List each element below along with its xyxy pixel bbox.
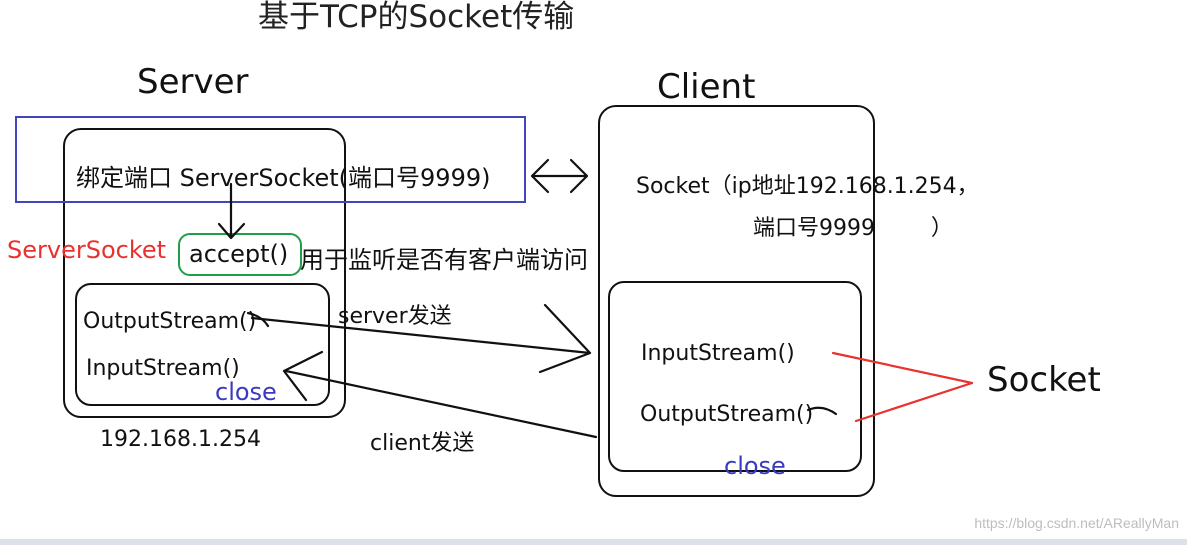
server-output-stream: OutputStream()	[83, 309, 257, 334]
server-ip: 192.168.1.254	[100, 427, 261, 452]
client-output-stream: OutputStream()	[640, 402, 814, 427]
server-output-scribble	[246, 311, 270, 328]
server-send-label: server发送	[338, 304, 452, 329]
bottom-bar	[0, 539, 1187, 545]
server-heading: Server	[137, 62, 249, 102]
client-heading: Client	[657, 67, 756, 107]
client-output-scribble	[806, 406, 838, 416]
server-send-arrow	[250, 303, 592, 374]
bind-double-arrow	[530, 158, 589, 194]
bind-port-label: 绑定端口 ServerSocket(端口号9999)	[76, 164, 491, 192]
diagram-title: 基于TCP的Socket传输	[258, 0, 575, 35]
accept-box	[178, 233, 302, 276]
bind-port-box	[15, 116, 526, 203]
socket-bracket-lines	[831, 351, 974, 423]
server-input-stream: InputStream()	[86, 356, 240, 381]
client-close: close	[724, 452, 786, 480]
client-send-arrow	[282, 350, 598, 439]
accept-description: 用于监听是否有客户端访问	[300, 246, 588, 274]
server-stream-box	[75, 283, 330, 406]
client-send-label: client发送	[370, 431, 475, 456]
accept-label: accept()	[189, 240, 289, 268]
server-close: close	[215, 378, 277, 406]
server-socket-side-label: ServerSocket	[7, 236, 167, 264]
server-box	[63, 128, 346, 418]
bind-to-accept-arrow	[217, 182, 246, 240]
client-stream-box	[608, 281, 862, 472]
watermark: https://blog.csdn.net/AReallyMan	[974, 515, 1179, 531]
socket-side-label: Socket	[987, 360, 1101, 400]
client-socket-line2: 端口号9999 ）	[753, 216, 953, 241]
client-input-stream: InputStream()	[641, 341, 795, 366]
client-socket-line1: Socket（ip地址192.168.1.254，	[636, 174, 979, 199]
client-box	[598, 105, 875, 497]
